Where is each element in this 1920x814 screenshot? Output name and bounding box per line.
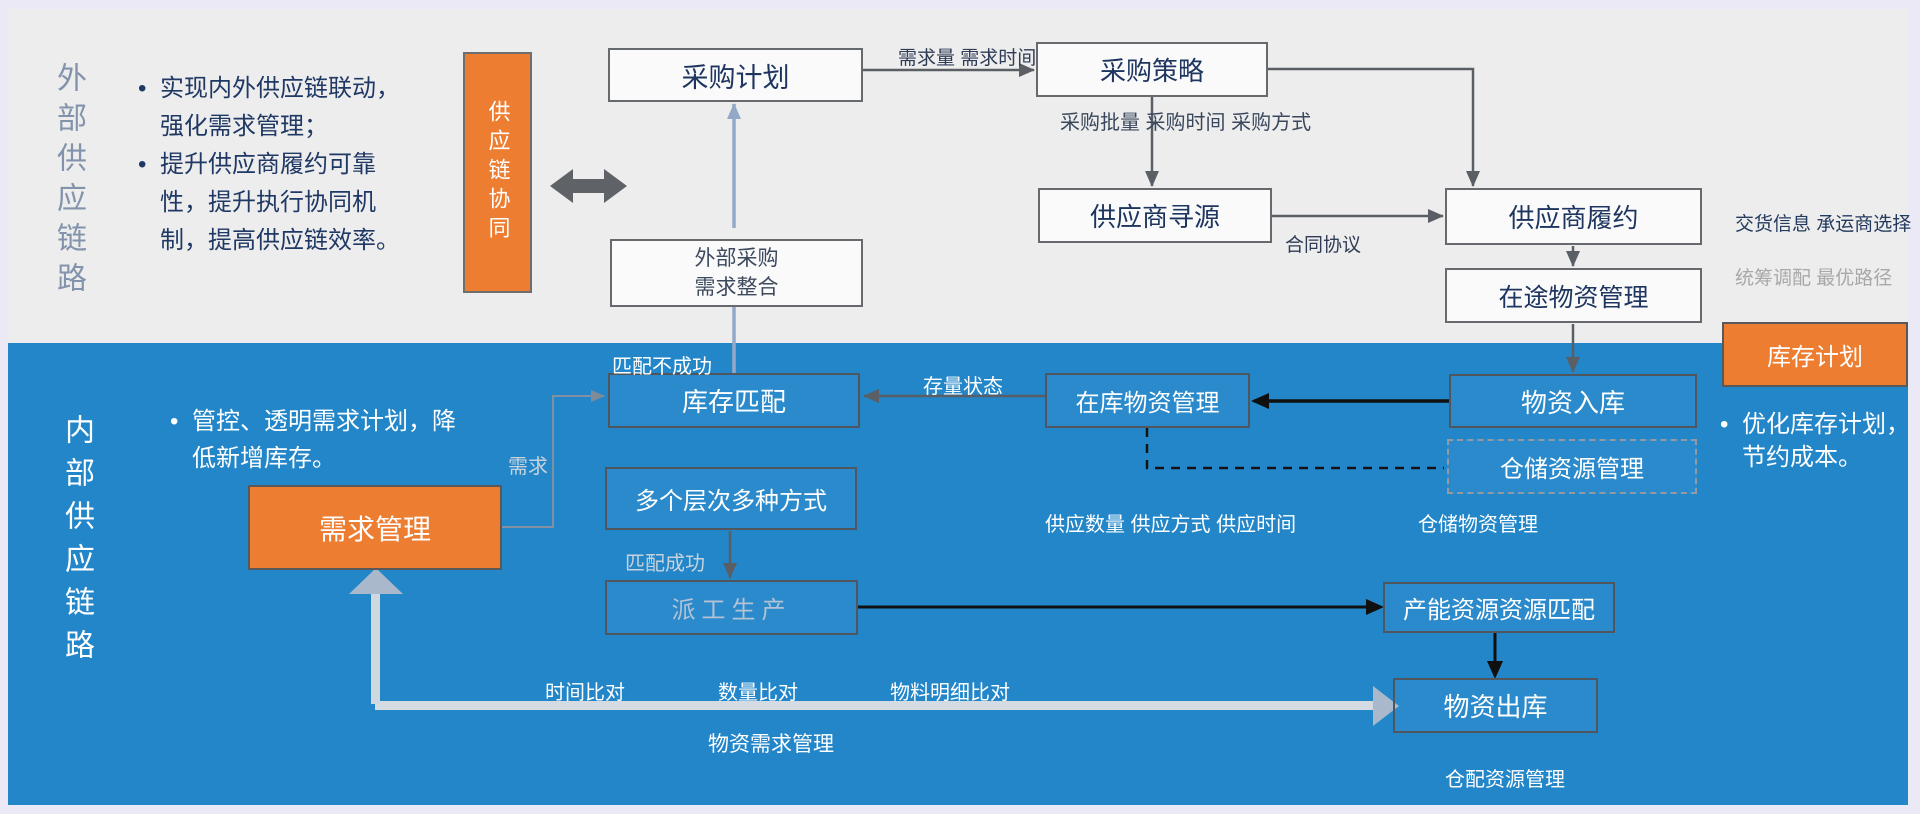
node-supplier-sourcing-label: 供应商寻源	[1089, 202, 1220, 232]
label-distribution-resource-management: 仓配资源管理	[1445, 769, 1565, 791]
label-demand: 需求	[508, 456, 548, 478]
external-bullet-item: • 提升供应商履约可靠性，提升执行协同机制，提高供应链效率。	[138, 146, 418, 260]
node-supplier-fulfillment-label: 供应商履约	[1508, 203, 1639, 233]
node-inventory-plan: 库存计划	[1722, 322, 1908, 387]
node-procurement-plan-label: 采购计划	[681, 62, 790, 93]
label-match-success: 匹配成功	[625, 553, 705, 575]
node-demand-management: 需求管理	[248, 485, 502, 570]
node-capacity-resource-match-label: 产能资源资源匹配	[1403, 597, 1595, 624]
label-material-demand-management: 物资需求管理	[708, 733, 834, 756]
label-demand-qty-time: 需求量 需求时间	[898, 48, 1037, 69]
label-supply-qty-method-time: 供应数量 供应方式 供应时间	[1045, 514, 1297, 536]
node-material-inbound: 物资入库	[1449, 374, 1697, 428]
node-demand-management-label: 需求管理	[318, 513, 431, 545]
bullet-icon: •	[170, 408, 179, 435]
node-inventory-match-label: 库存匹配	[681, 387, 786, 417]
bullet-icon: •	[1720, 411, 1729, 438]
external-bullet-item: • 实现内外供应链联动，强化需求管理；	[138, 70, 418, 146]
node-inventory-plan-label: 库存计划	[1767, 344, 1863, 371]
label-procurement-batch-time-method: 采购批量 采购时间 采购方式	[1060, 112, 1312, 134]
node-inventory-match: 库存匹配	[608, 373, 860, 428]
node-supplier-fulfillment: 供应商履约	[1445, 188, 1702, 245]
label-stock-status: 存量状态	[923, 376, 1003, 398]
node-capacity-resource-match: 产能资源资源匹配	[1383, 582, 1615, 633]
node-supply-chain-collaboration: 供应链协同	[463, 52, 532, 293]
node-material-outbound: 物资出库	[1393, 678, 1598, 733]
internal-bullet-text: 管控、透明需求计划，降低新增库存。	[192, 408, 456, 472]
node-procurement-plan: 采购计划	[608, 48, 863, 102]
node-warehouse-resource-management: 仓储资源管理	[1447, 439, 1697, 494]
external-bullet-text: 提升供应商履约可靠性，提升执行协同机制，提高供应链效率。	[160, 151, 400, 254]
label-time-compare: 时间比对	[545, 682, 625, 704]
external-panel-heading: 外部供应链路	[52, 62, 85, 302]
node-warehouse-resource-management-label: 仓储资源管理	[1500, 456, 1644, 483]
external-bullet-text: 实现内外供应链联动，强化需求管理；	[160, 75, 400, 140]
node-supplier-sourcing: 供应商寻源	[1038, 188, 1272, 243]
internal-supply-chain-panel	[8, 343, 1908, 805]
node-material-inbound-label: 物资入库	[1520, 387, 1625, 418]
label-dispatch-route: 统筹调配 最优路径	[1735, 268, 1893, 289]
internal-bullet-item: • 管控、透明需求计划，降低新增库存。	[170, 403, 460, 477]
node-in-transit-management-label: 在途物资管理	[1498, 283, 1649, 312]
bullet-icon: •	[138, 75, 147, 102]
node-dispatch-production-label: 派工生产	[671, 597, 792, 624]
node-in-stock-management: 在库物资管理	[1045, 373, 1250, 428]
node-multi-level-multi-method: 多个层次多种方式	[605, 467, 857, 530]
inventory-bullet-text: 优化库存计划，节约成本。	[1742, 411, 1910, 471]
node-multi-level-multi-method-label: 多个层次多种方式	[635, 488, 827, 515]
label-contract-agreement: 合同协议	[1285, 235, 1362, 256]
label-warehouse-material-management: 仓储物资管理	[1418, 514, 1538, 536]
node-external-demand-merge: 外部采购 需求整合	[610, 239, 863, 307]
bullet-icon: •	[138, 151, 147, 178]
node-material-outbound-label: 物资出库	[1443, 692, 1548, 722]
node-procurement-strategy-label: 采购策略	[1099, 56, 1204, 86]
node-procurement-strategy: 采购策略	[1036, 42, 1268, 97]
external-bullet-list: • 实现内外供应链联动，强化需求管理； • 提升供应商履约可靠性，提升执行协同机…	[138, 70, 418, 260]
label-qty-compare: 数量比对	[718, 682, 798, 704]
node-in-stock-management-label: 在库物资管理	[1075, 390, 1220, 417]
node-in-transit-management: 在途物资管理	[1445, 268, 1702, 323]
internal-panel-heading: 内部供应链路	[60, 414, 93, 672]
node-supply-chain-collaboration-label: 供应链协同	[485, 100, 511, 245]
inventory-bullet-item: • 优化库存计划，节约成本。	[1720, 408, 1917, 474]
label-detail-compare: 物料明细比对	[890, 682, 1010, 704]
label-match-fail: 匹配不成功	[612, 356, 712, 378]
node-external-demand-merge-label: 外部采购 需求整合	[694, 247, 779, 299]
node-dispatch-production: 派工生产	[605, 580, 858, 635]
label-delivery-info-carrier: 交货信息 承运商选择	[1735, 214, 1912, 235]
